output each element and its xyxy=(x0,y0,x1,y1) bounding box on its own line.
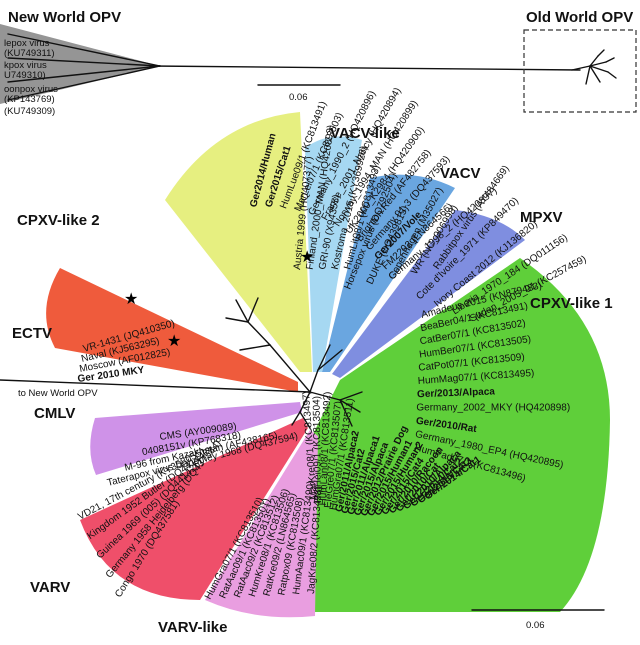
clade-label-mpxv: MPXV xyxy=(520,209,563,226)
taxon-label: oonpox virus xyxy=(4,84,58,95)
tree-branches xyxy=(0,297,363,429)
clade-label-varv-like: VARV-like xyxy=(158,619,227,636)
cmlv-wedge xyxy=(90,402,302,475)
new-world-wedge xyxy=(0,24,160,104)
star-marker: ★ xyxy=(300,249,314,266)
clade-label-vacv-like: VACV-like xyxy=(330,125,400,142)
varv-like-wedge xyxy=(205,430,318,618)
taxon-label: Ger/2013/Alpaca xyxy=(417,386,496,400)
old-world-mini-tree xyxy=(571,49,617,85)
star-marker: ★ xyxy=(124,291,138,308)
clade-label-ectv: ECTV xyxy=(12,325,52,342)
clade-label-vacv: VACV xyxy=(440,165,481,182)
taxon-accession: U749310) xyxy=(4,70,46,81)
taxon-label: Germany_2002_MKY (HQ420898) xyxy=(416,402,570,413)
taxon-accession: (KP143769) xyxy=(4,94,55,105)
taxon-accession: (KU749309) xyxy=(4,106,55,117)
vacv-wedge xyxy=(322,174,455,372)
clade-label-cmlv: CMLV xyxy=(34,405,75,422)
mpxv-wedge xyxy=(332,210,525,378)
star-marker: ★ xyxy=(167,333,181,350)
cpxv-like-1-wedge xyxy=(300,258,610,612)
clade-label-cpxv-like-2: CPXV-like 2 xyxy=(17,212,100,229)
ectv-wedge xyxy=(46,268,298,392)
clade-wedges xyxy=(46,112,610,618)
taxon-label: RatHei09/1 (KC813504) xyxy=(312,396,324,503)
vacv-like-wedge xyxy=(305,136,362,372)
taxon-label: HumLan08/1 (KC813492) xyxy=(318,391,334,505)
new-world-label: New World OPV xyxy=(8,9,121,26)
old-world-label: Old World OPV xyxy=(526,9,633,26)
old-world-box xyxy=(523,29,637,113)
taxon-label: kpox virus xyxy=(4,60,47,71)
varv-wedge xyxy=(80,418,308,600)
clade-label-cpxv-like-1: CPXV-like 1 xyxy=(530,295,613,312)
bottom-scale-value: 0.06 xyxy=(526,620,545,631)
taxon-accession: (KU749311) xyxy=(4,48,55,59)
clade-label-varv: VARV xyxy=(30,579,70,596)
top-scale-value: 0.06 xyxy=(289,92,308,103)
cpxv-like-2-wedge xyxy=(165,112,312,372)
taxon-label: lepox virus xyxy=(4,38,50,49)
new-world-stem xyxy=(149,65,581,71)
outgroup-label: to New World OPV xyxy=(18,388,98,399)
